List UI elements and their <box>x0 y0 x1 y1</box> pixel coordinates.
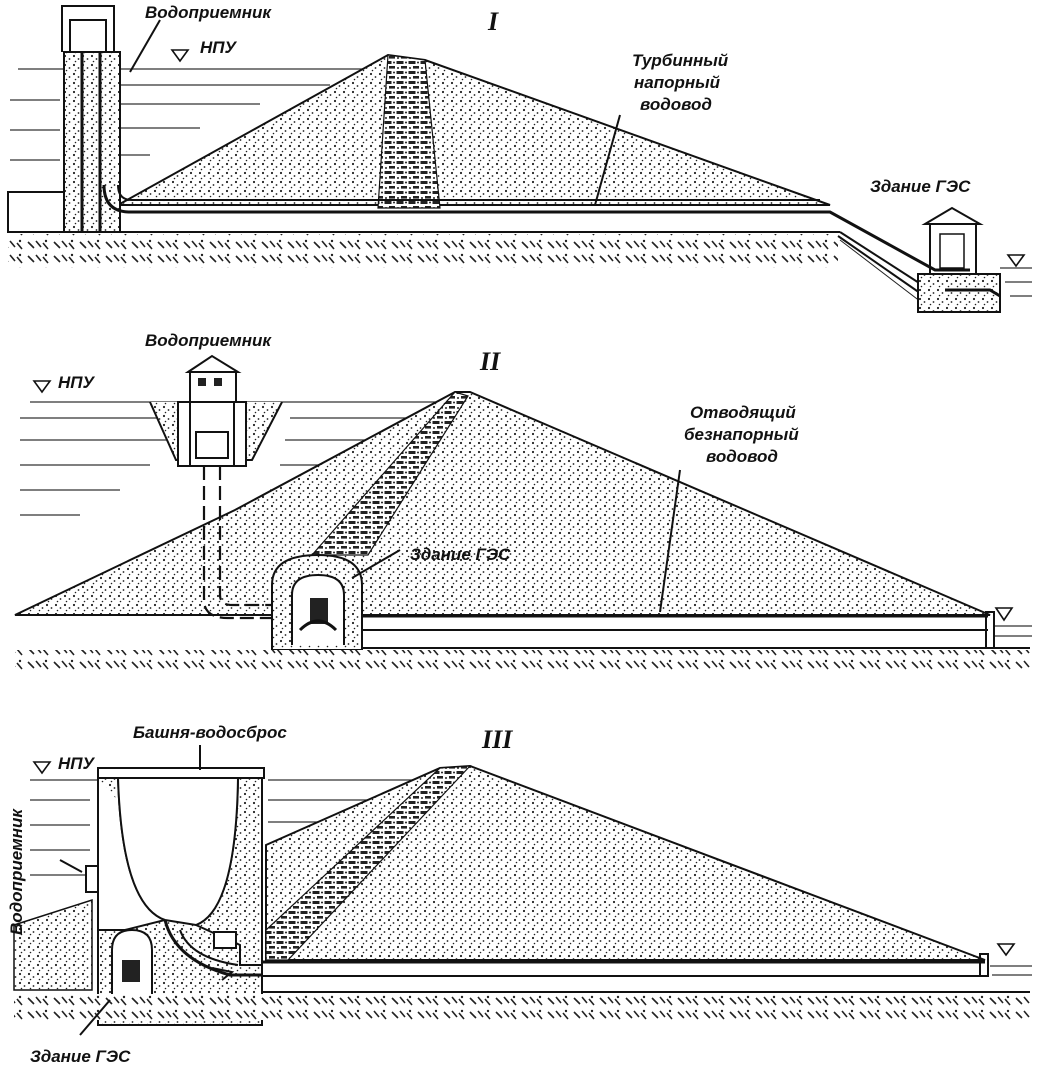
npu-marker-3 <box>32 761 52 775</box>
tower-label-3: Башня-водосброс <box>133 723 287 742</box>
ground-1 <box>8 234 838 268</box>
penstock-label-line2: напорный <box>634 73 721 92</box>
ground-2 <box>15 650 1030 670</box>
panel-3: III Башня-водосброс НПУ Водоприемник Зда… <box>7 723 1032 1066</box>
reservoir-water-3 <box>30 779 438 876</box>
panel-numeral-2: II <box>479 347 501 376</box>
plant-label-3: Здание ГЭС <box>30 1047 131 1066</box>
tailrace-label-line1: Отводящий <box>690 403 796 422</box>
dam-embankment-1 <box>114 53 831 206</box>
panel-2: II Водоприемник НПУ Отводящий безнапорны… <box>14 331 1032 670</box>
dam-core-3 <box>265 765 472 961</box>
npu-label-2: НПУ <box>58 373 96 392</box>
intake-tower-1 <box>63 51 121 233</box>
penstock-label-line1: Турбинный <box>632 51 729 70</box>
tailrace-label-line3: водовод <box>706 447 778 466</box>
dam-core-2 <box>310 391 469 556</box>
penstock-label-line3: водовод <box>640 95 712 114</box>
power-plant-2 <box>271 553 363 651</box>
intake-gate-hoist-1 <box>61 5 115 52</box>
pressure-tunnel-2 <box>202 466 280 620</box>
npu-marker-1 <box>170 49 190 63</box>
intake-base-1 <box>7 191 65 233</box>
npu-label-3: НПУ <box>58 754 96 773</box>
ground-3 <box>14 994 1030 1020</box>
panel-1: I Водоприемник НПУ Турбинный напорный во… <box>7 3 1032 313</box>
intake-label-1: Водоприемник <box>145 3 272 22</box>
power-plant-1 <box>917 206 1001 313</box>
spillway-tower-3 <box>85 767 265 1026</box>
tailwater-marker-3 <box>996 943 1016 957</box>
tailwater-marker-2 <box>994 607 1014 622</box>
tailwater-marker-1 <box>1006 254 1026 268</box>
dam-core-1 <box>377 54 441 209</box>
plant-label-1: Здание ГЭС <box>870 177 971 196</box>
plant-label-2: Здание ГЭС <box>410 545 511 564</box>
panel-numeral-1: I <box>487 7 499 36</box>
npu-label-1: НПУ <box>200 38 238 57</box>
npu-marker-2 <box>32 380 52 394</box>
intake-label-2: Водоприемник <box>145 331 272 350</box>
intake-structure-2 <box>149 354 283 467</box>
penstock-pipe-1 <box>102 184 970 272</box>
upstream-fill-3 <box>13 898 93 991</box>
panel-numeral-3: III <box>481 725 513 754</box>
tailrace-label-line2: безнапорный <box>684 425 799 444</box>
intake-label-3: Водоприемник <box>7 808 26 935</box>
